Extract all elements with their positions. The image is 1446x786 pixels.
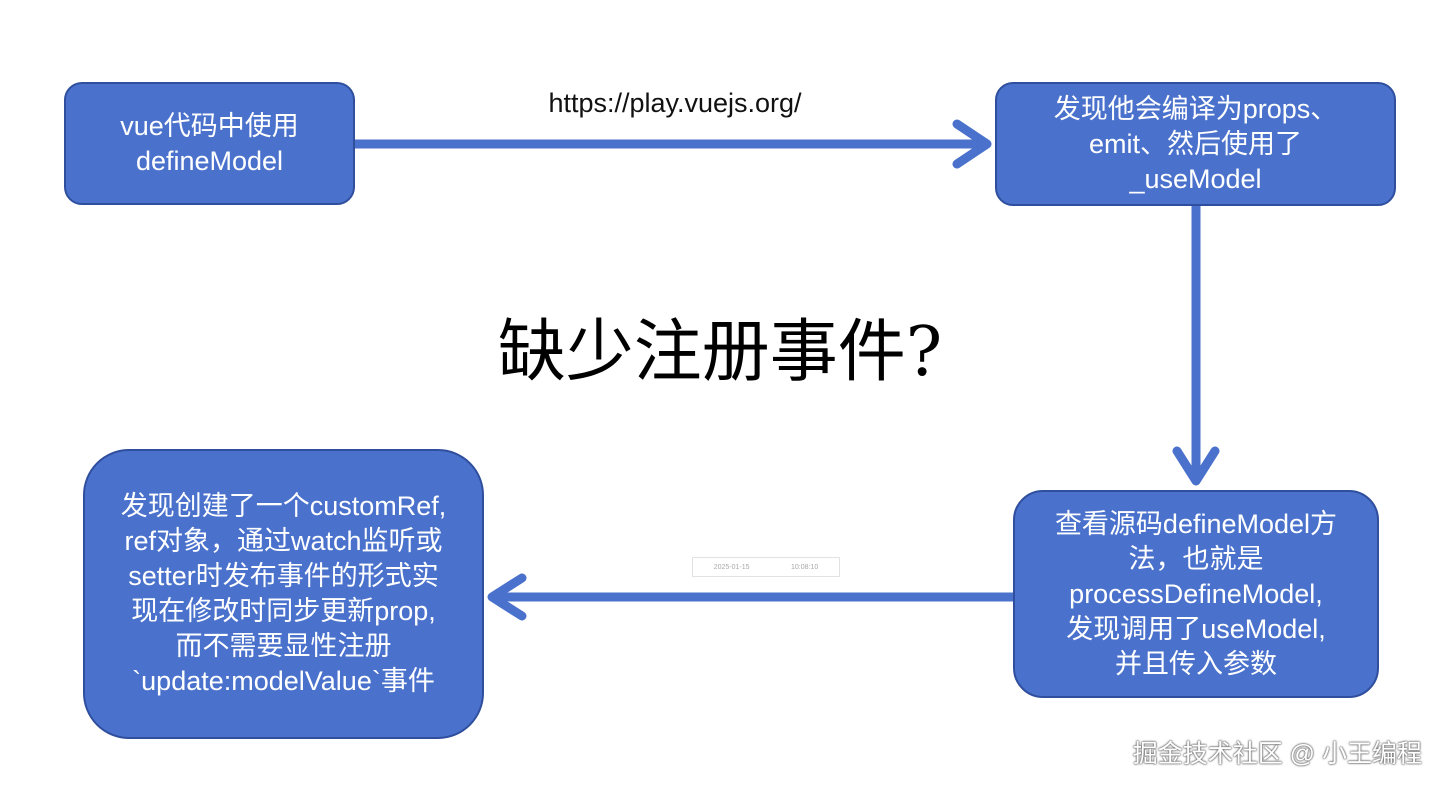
- box-customref-explanation: 发现创建了一个customRef, ref对象，通过watch监听或 sette…: [83, 449, 484, 739]
- url-label: https://play.vuejs.org/: [548, 88, 802, 118]
- box3-line: processDefineModel,: [1069, 578, 1323, 609]
- box2-line: 发现他会编译为props、: [1053, 93, 1338, 124]
- box4-line: setter时发布事件的形式实: [128, 561, 439, 591]
- arrow-box1-to-box2: [350, 119, 992, 169]
- timestamp-bar: 2025-01-15 10:08:10: [692, 557, 840, 577]
- box4-line: 发现创建了一个customRef,: [120, 491, 447, 521]
- box4-line: 而不需要显性注册: [175, 631, 392, 661]
- box-compiled-output: 发现他会编译为props、 emit、然后使用了 _useModel: [995, 82, 1396, 206]
- box2-line: emit、然后使用了: [1088, 128, 1302, 159]
- arrow-box2-to-box3: [1172, 201, 1220, 486]
- timestamp-date: 2025-01-15: [713, 563, 750, 571]
- box1-line: defineModel: [135, 145, 284, 176]
- box3-line: 查看源码defineModel方: [1054, 508, 1338, 539]
- box4-line: 现在修改时同步更新prop,: [131, 596, 436, 626]
- box4-line: ref对象，通过watch监听或: [124, 526, 443, 556]
- box1-line: vue代码中使用: [120, 110, 299, 141]
- box3-line: 发现调用了useModel,: [1066, 613, 1326, 644]
- box3-line: 法，也就是: [1128, 543, 1264, 574]
- arrow-box3-to-box4: [487, 573, 1018, 621]
- watermark: 掘金技术社区 @ 小王编程: [1132, 740, 1422, 768]
- box-vue-code-definemodel: vue代码中使用 defineModel: [64, 82, 355, 205]
- box2-line: _useModel: [1129, 163, 1262, 194]
- timestamp-time: 10:08:10: [791, 563, 819, 571]
- box4-line: `update:modelValue`事件: [132, 666, 435, 696]
- box-source-definemodel: 查看源码defineModel方 法，也就是 processDefineMode…: [1013, 490, 1379, 698]
- question-heading: 缺少注册事件?: [497, 313, 943, 392]
- box3-line: 并且传入参数: [1115, 648, 1277, 679]
